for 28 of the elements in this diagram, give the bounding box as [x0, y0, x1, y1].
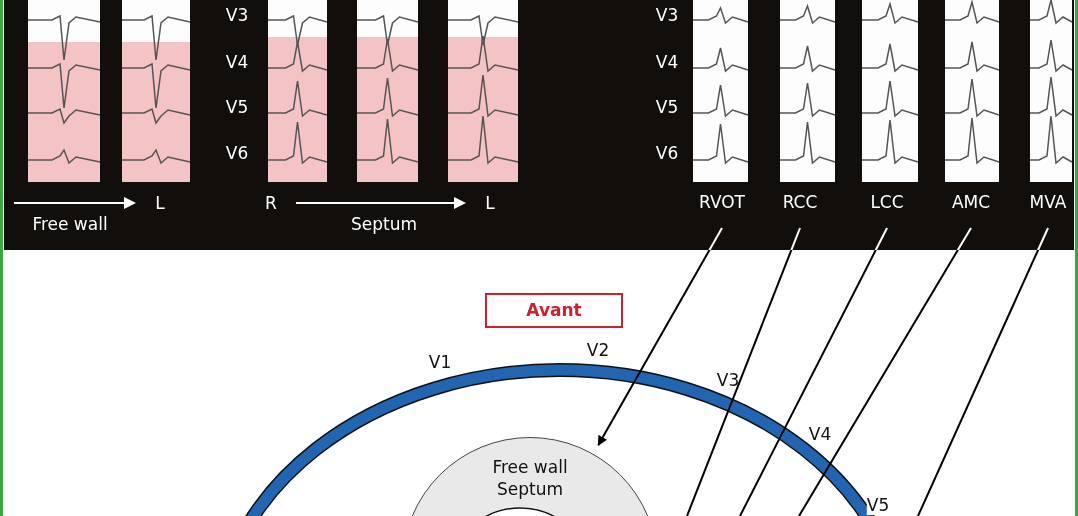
orientation-label: Avant: [525, 299, 583, 322]
leader-line: [798, 227, 972, 516]
lead-label: V5: [866, 495, 890, 515]
site-label: RVOT: [692, 190, 752, 228]
lead-label: V4: [655, 52, 679, 72]
site-label: LCC: [862, 190, 912, 228]
orientation-box: [485, 293, 623, 328]
site-label: RCC: [775, 190, 825, 228]
leader-line: [739, 227, 888, 516]
lead-label: Septum: [351, 214, 417, 234]
lead-label: V3: [225, 5, 249, 25]
region-label: Free wall Septum: [491, 456, 569, 500]
lead-label: Free wall: [32, 214, 108, 234]
lead-label: V5: [225, 97, 249, 117]
site-label: AMC: [946, 190, 996, 228]
lead-label: L: [155, 193, 165, 213]
lead-label: V6: [225, 143, 249, 163]
lead-label: V4: [808, 424, 832, 444]
leader-line: [686, 227, 801, 516]
lead-label: V6: [655, 143, 679, 163]
lead-label: V3: [655, 5, 679, 25]
lead-label: V5: [655, 97, 679, 117]
lead-label: R: [265, 193, 277, 213]
leader-line: [917, 227, 1049, 516]
leader-line: [597, 227, 723, 447]
lead-label: L: [485, 193, 495, 213]
lead-label: V4: [225, 52, 249, 72]
site-label: MVA: [1023, 190, 1073, 228]
